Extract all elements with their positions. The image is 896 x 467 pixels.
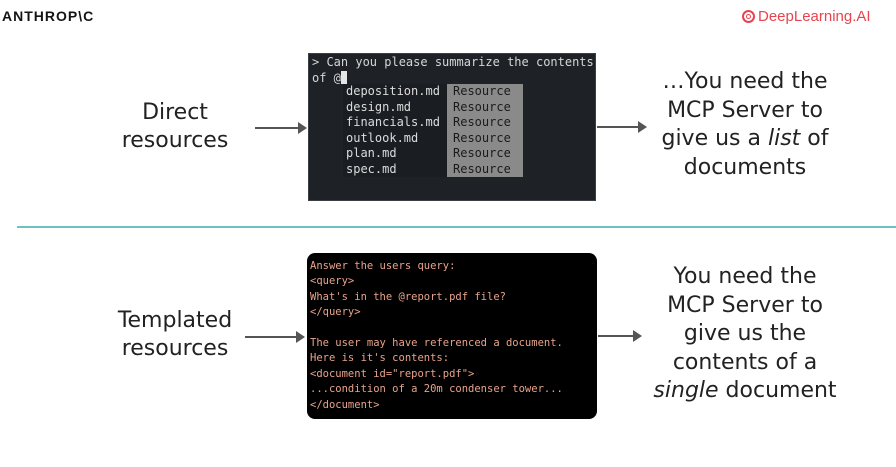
deeplearning-logo-icon [742,10,755,23]
direct-resources-explanation: …You need the MCP Server to give us a li… [640,68,850,182]
explanation-line-3: give us the [683,321,807,346]
section-divider [17,226,896,228]
template-line: </document> [310,398,380,411]
explanation-line-2: MCP Server to [667,97,823,123]
menu-item-kind: Resource [447,84,523,100]
template-line: Here is it's contents: [310,352,450,365]
templated-resources-label-line-1: Templated [117,308,233,333]
direct-resources-label-line-1: Direct [142,100,208,125]
menu-item-name: outlook.md [343,130,447,146]
explanation-line-4: contents of a [672,349,818,375]
direct-resources-label: Direct resources [100,99,250,155]
list-emphasis: list [767,126,801,151]
template-line: </query> [310,306,361,319]
explanation-line-2: MCP Server to [667,292,823,318]
menu-item-design[interactable]: design.md Resource [343,99,523,115]
template-line: <query> [310,275,355,288]
explanation-line-3-pre: give us a [661,126,768,151]
menu-item-financials[interactable]: financials.md Resource [343,115,523,131]
menu-item-plan[interactable]: plan.md Resource [343,146,523,162]
menu-item-spec[interactable]: spec.md Resource [343,161,523,177]
terminal-prompt: > Can you please summarize the contents … [312,55,594,86]
templated-resources-explanation: You need the MCP Server to give us the c… [630,263,860,406]
template-blank-line [310,321,597,336]
templated-resources-label: Templated resources [95,307,255,363]
template-line: The user may have referenced a document. [310,336,563,349]
explanation-line-4: documents [683,154,807,180]
prompt-line-1: > Can you please summarize the contents [312,55,594,69]
direct-resources-label-line-2: resources [121,128,229,153]
menu-item-kind: Resource [447,146,523,162]
single-emphasis: single [653,378,719,403]
template-line: Answer the users query: [310,260,456,272]
arrow-terminal-to-result-top [597,121,647,133]
menu-item-kind: Resource [447,99,523,115]
text-cursor [340,70,347,84]
prompt-line-2: of @ [312,70,341,85]
templated-resources-label-line-2: resources [121,336,229,361]
anthropic-logo: ANTHROP\C [2,8,95,24]
menu-item-kind: Resource [447,161,523,177]
template-line: What's in the @report.pdf file? [310,290,506,303]
template-line: <document id="report.pdf"> [310,367,475,380]
explanation-line-3-post: of [800,126,829,151]
template-line: ...condition of a 20m condenser tower... [310,383,563,396]
menu-item-name: deposition.md [343,84,447,100]
explanation-line-1: …You need the [662,69,828,94]
autocomplete-terminal: > Can you please summarize the contents … [308,53,596,201]
menu-item-name: spec.md [343,161,447,177]
explanation-line-3: give us a list of [640,125,850,154]
deeplearning-logo-text: DeepLearning.AI [758,8,871,25]
menu-item-outlook[interactable]: outlook.md Resource [343,130,523,146]
menu-item-name: design.md [343,99,447,115]
menu-item-kind: Resource [447,130,523,146]
arrow-terminal-to-result-bottom [598,330,642,342]
arrow-label-to-terminal-bottom [245,331,305,343]
resource-autocomplete-menu[interactable]: deposition.md Resource design.md Resourc… [343,84,523,177]
menu-item-name: plan.md [343,146,447,162]
explanation-line-5-post: document [718,378,837,403]
deeplearning-logo: DeepLearning.AI [742,8,871,25]
menu-item-deposition[interactable]: deposition.md Resource [343,84,523,100]
menu-item-name: financials.md [343,115,447,131]
prompt-template-terminal: Answer the users query: <query> What's i… [307,253,597,419]
explanation-line-1: You need the [673,264,817,289]
arrow-label-to-terminal-top [255,122,307,134]
menu-item-kind: Resource [447,115,523,131]
explanation-line-5: single document [630,377,860,406]
